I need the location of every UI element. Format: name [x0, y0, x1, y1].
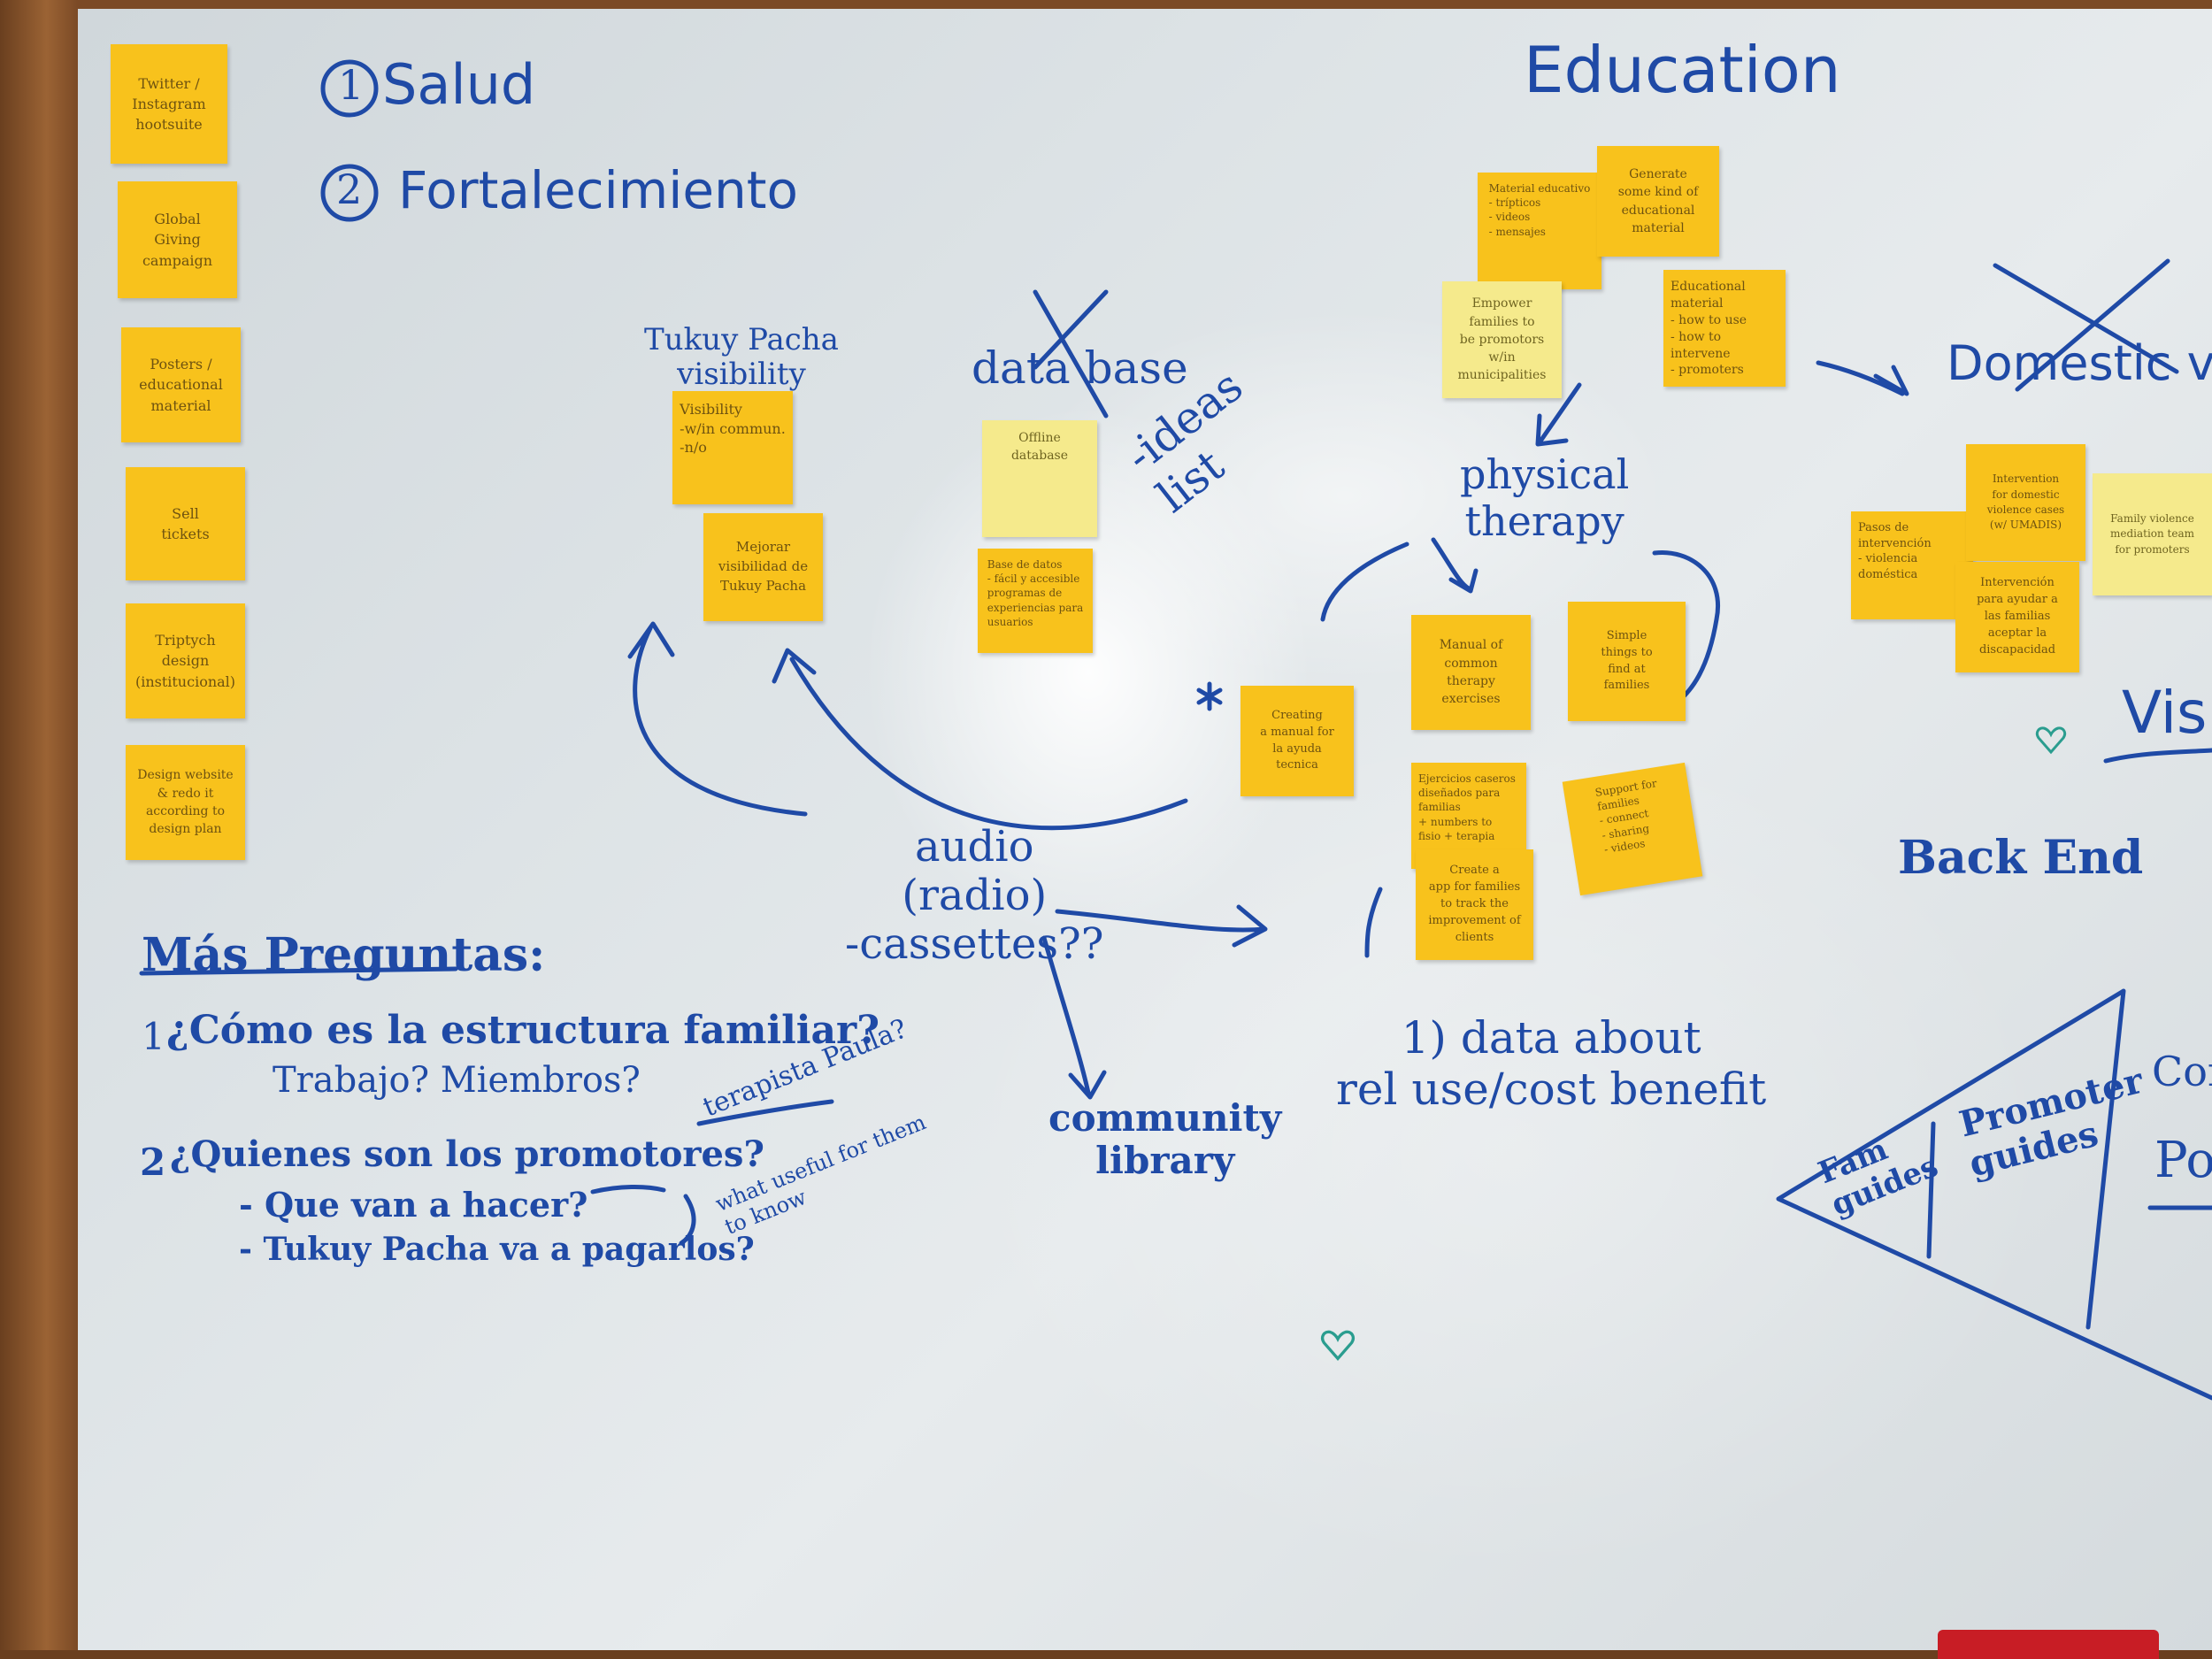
board-frame-top	[0, 0, 2212, 9]
sticky-manual-ayuda-tecnica: Creating a manual for la ayuda tecnica	[1240, 686, 1354, 796]
heading-data-base: data base	[972, 342, 1188, 394]
heading-fortalecimiento: Fortalecimiento	[398, 160, 798, 220]
board-frame-left	[0, 0, 78, 1659]
heading-physical-therapy: physical therapy	[1460, 450, 1630, 545]
sticky-intervencion-discapacidad: Intervención para ayudar a las familias …	[1955, 562, 2079, 672]
heart-icon	[2035, 726, 2067, 755]
sticky-twitter-instagram: Twitter / Instagram hootsuite	[111, 44, 227, 164]
marker-cap	[1938, 1630, 2159, 1659]
board-frame-bottom	[0, 1650, 2212, 1659]
sticky-generate-material: Generate some kind of educational materi…	[1597, 146, 1719, 257]
heading-back-end: Back End	[1898, 831, 2144, 885]
question-1-line-1: ¿Cómo es la estructura familiar?	[166, 1008, 879, 1053]
therapy-arrow-down	[1431, 537, 1479, 594]
sticky-material-educativo: Material educativo - trípticos - videos …	[1478, 173, 1601, 289]
sticky-pasos-intervencion: Pasos de intervención - violencia domést…	[1851, 511, 1973, 619]
education-arrow-domestic	[1816, 360, 1909, 396]
heading-domestic-violence: Domestic viol	[1947, 335, 2212, 391]
sticky-simple-things: Simple things to find at families	[1568, 602, 1686, 721]
heading-visibility-partial: Visi	[2122, 679, 2212, 747]
visibility-underline	[2103, 748, 2212, 764]
question-2-line-2: - Que van a hacer?	[239, 1185, 588, 1225]
question-2-line-3: - Tukuy Pacha va a pagarlos?	[239, 1231, 755, 1268]
heading-education: Education	[1524, 33, 1841, 107]
triangle-promoter-guides: Promoter guides	[1955, 1059, 2147, 1186]
sticky-manual-therapy-exercises: Manual of common therapy exercises	[1411, 615, 1531, 730]
audio-arrow-visibility-1	[627, 621, 808, 817]
triangle-partial-com: Com	[2152, 1048, 2212, 1095]
heart-icon	[1321, 1330, 1355, 1361]
sticky-family-violence-team: Family violence mediation team for promo…	[2093, 473, 2212, 595]
questions-title: Más Preguntas:	[142, 928, 546, 982]
sticky-create-app: Create a app for families to track the i…	[1416, 849, 1533, 960]
question-1-line-2: Trabajo? Miembros?	[273, 1060, 641, 1101]
sticky-triptych-design: Triptych design (institucional)	[126, 603, 245, 718]
sticky-intervention-domestic: Intervention for domestic violence cases…	[1966, 444, 2085, 561]
fortalecimiento-number: 2	[336, 165, 363, 213]
salud-number: 1	[338, 61, 365, 109]
connector-dash	[590, 1185, 666, 1194]
sticky-visibility: Visibility -w/in commun. -n/o	[672, 391, 793, 504]
sticky-global-giving: Global Giving campaign	[118, 181, 237, 298]
therapy-arc-left	[1320, 541, 1409, 622]
triangle-partial-pos: Pos	[2154, 1132, 2212, 1189]
audio-arrow-visibility-2	[772, 648, 1188, 831]
side-note-what-useful: what useful for them to know	[711, 1110, 930, 1240]
sticky-support-families: Support for families - connect - sharing…	[1562, 762, 1703, 896]
audio-radio-cassettes: audio (radio) -cassettes??	[845, 822, 1104, 970]
asterisk-icon	[1196, 681, 1223, 711]
triangle-fam-guides: Fam guides	[1813, 1131, 1944, 1224]
heading-salud: Salud	[382, 52, 536, 117]
sticky-empower-families: Empower families to be promotors w/in mu…	[1442, 281, 1562, 398]
therapy-arc-bottom	[1364, 887, 1383, 958]
sticky-design-website: Design website & redo it according to de…	[126, 745, 245, 860]
sticky-educational-material: Educational material - how to use - how …	[1663, 270, 1786, 387]
sticky-mejorar-visibilidad: Mejorar visibilidad de Tukuy Pacha	[703, 513, 823, 621]
heading-tukuy-pacha-visibility: Tukuy Pacha visibility	[644, 322, 839, 393]
sticky-sell-tickets: Sell tickets	[126, 467, 245, 580]
community-library: community library	[1048, 1096, 1282, 1183]
sticky-posters-material: Posters / educational material	[121, 327, 241, 442]
question-2-number: 2	[140, 1141, 166, 1184]
question-2-line-1: ¿Quienes son los promotores?	[170, 1133, 764, 1175]
question-1-number: 1	[142, 1015, 165, 1058]
sticky-base-de-datos: Base de datos - fácil y accesible progra…	[978, 549, 1093, 653]
sticky-offline-database: Offline database	[982, 420, 1097, 537]
data-about-cost-benefit: 1) data about rel use/cost benefit	[1336, 1012, 1767, 1115]
